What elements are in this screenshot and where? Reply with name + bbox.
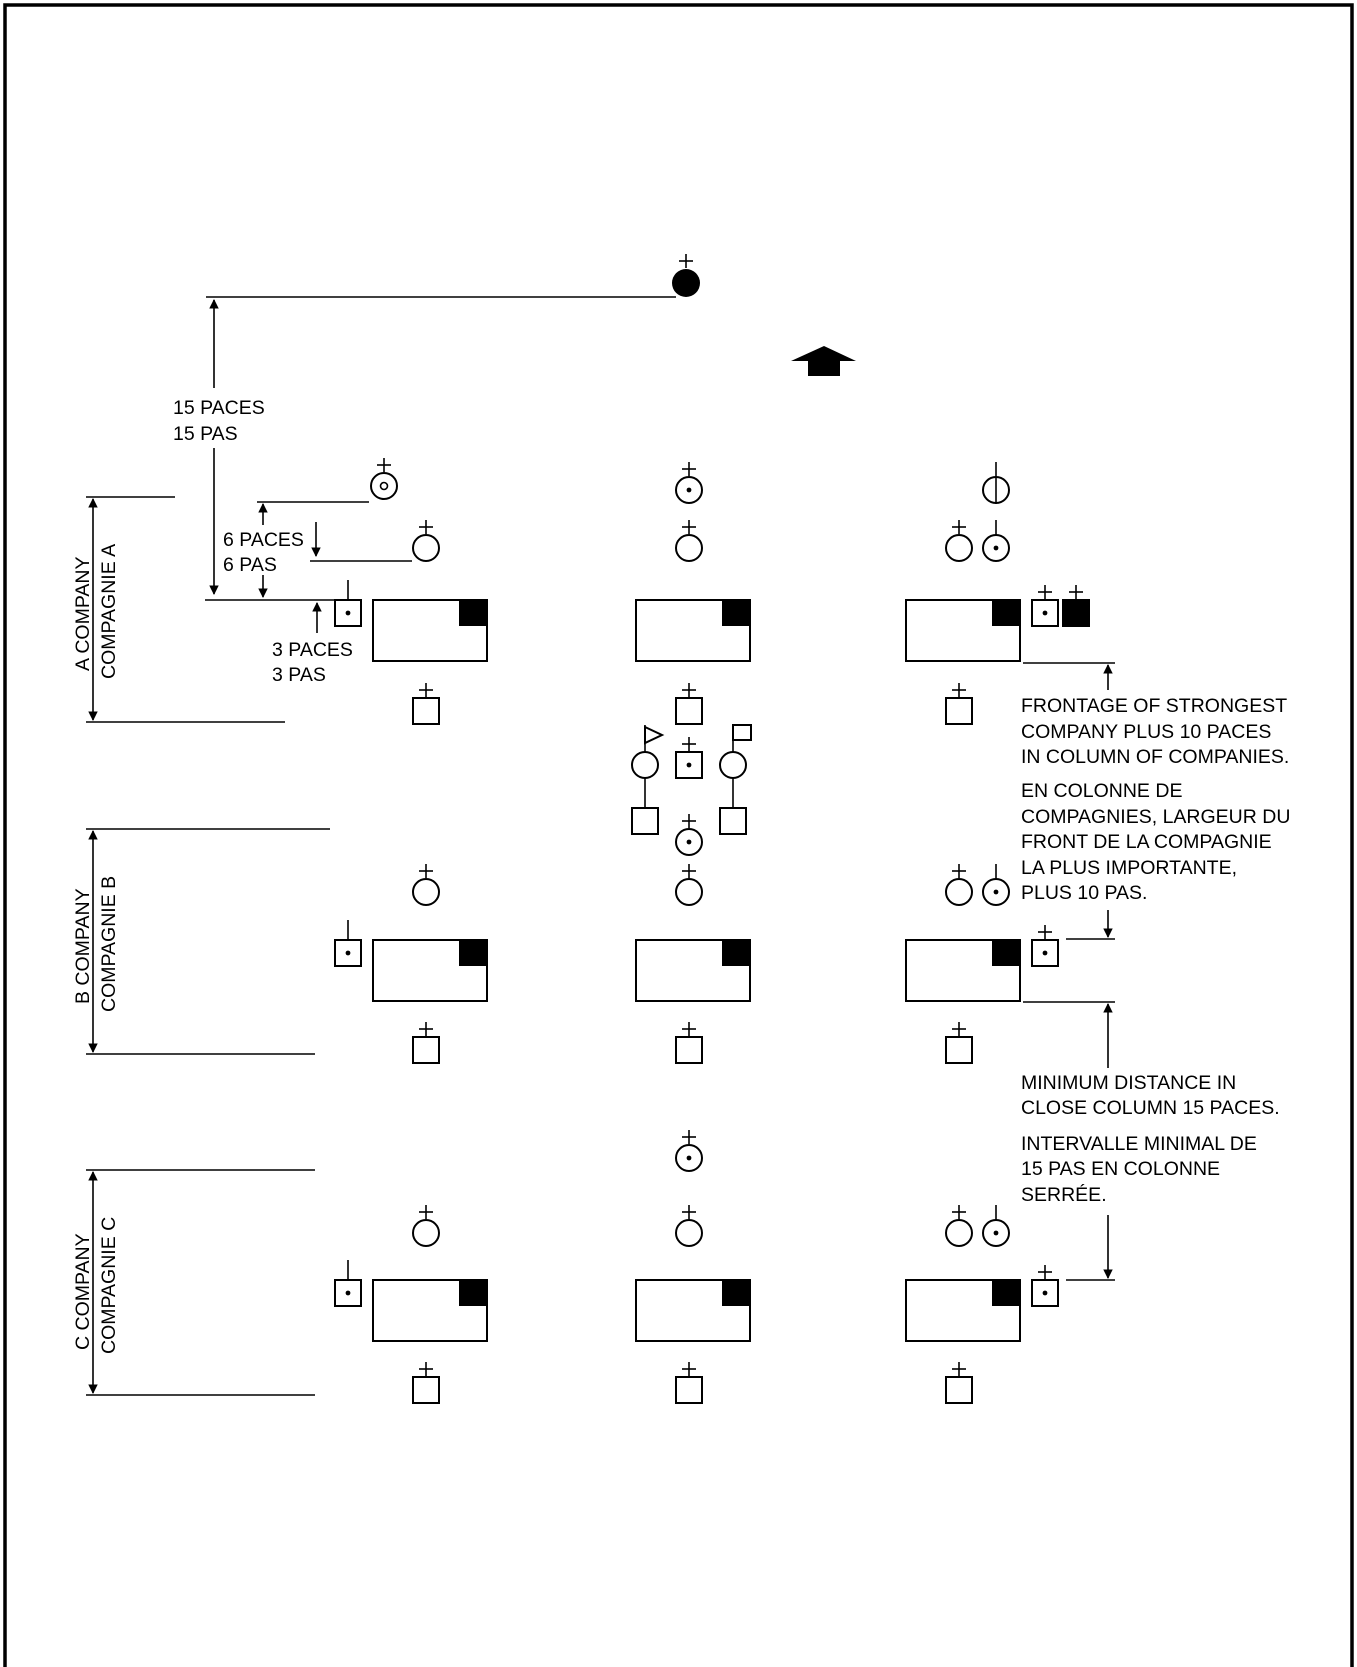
guide-icon — [334, 919, 362, 967]
sergeant-icon — [982, 519, 1010, 562]
officer-dot-icon — [675, 461, 703, 504]
platoon-block — [905, 1279, 1021, 1342]
company-a-label: A COMPANY — [72, 557, 94, 672]
guide-icon — [334, 579, 362, 627]
label-6-pas: 6 PAS — [223, 554, 277, 576]
hq-officer-icon — [675, 813, 703, 856]
guide-icon — [334, 1259, 362, 1307]
hq-guide-icon — [675, 736, 703, 779]
platoon-block — [635, 599, 751, 662]
section-commander-icon — [945, 1361, 973, 1404]
company-b-label: B COMPANY — [72, 888, 94, 1004]
flag-bearer-icon — [631, 725, 665, 835]
officer-dot-icon — [675, 1129, 703, 1172]
sergeant-icon — [982, 1204, 1010, 1247]
section-commander-icon — [412, 682, 440, 725]
platoon-block — [905, 599, 1021, 662]
company-c-label-fr: COMPAGNIE C — [98, 1217, 120, 1354]
platoon-block — [635, 1279, 751, 1342]
company-b-label-fr: COMPAGNIE B — [98, 876, 120, 1012]
section-commander-icon — [412, 1021, 440, 1064]
company-a-label-fr: COMPAGNIE A — [98, 544, 120, 679]
label-15-pas: 15 PAS — [173, 423, 238, 445]
dimension-15-paces — [205, 296, 676, 601]
section-commander-icon — [412, 1361, 440, 1404]
page-frame — [3, 3, 1354, 1667]
guide-icon — [1031, 1264, 1059, 1307]
platoon-commander-icon — [412, 1204, 440, 1247]
platoon-commander-icon — [945, 863, 973, 906]
platoon-commander-icon — [675, 863, 703, 906]
label-3-paces: 3 PACES — [272, 639, 353, 661]
filled-square-icon — [1062, 585, 1090, 627]
label-15-paces: 15 PACES — [173, 397, 265, 419]
guide-icon — [1031, 924, 1059, 967]
company-c-bracket — [86, 1169, 315, 1396]
section-commander-icon — [675, 1361, 703, 1404]
dimension-6-paces — [257, 501, 412, 598]
platoon-block — [372, 1279, 488, 1342]
section-commander-icon — [945, 682, 973, 725]
section-commander-icon — [945, 1021, 973, 1064]
pennant-bearer-icon — [719, 724, 752, 835]
note-frontage-fr: EN COLONNE DE COMPAGNIES, LARGEUR DU FRO… — [1021, 780, 1296, 904]
platoon-commander-icon — [945, 519, 973, 562]
platoon-block — [905, 939, 1021, 1002]
officer-vertical-bar-icon — [982, 462, 1010, 504]
note-distance-en: MINIMUM DISTANCE IN CLOSE COLUMN 15 PACE… — [1021, 1072, 1280, 1119]
platoon-commander-icon — [675, 1204, 703, 1247]
sergeant-icon — [982, 863, 1010, 906]
guide-icon — [1031, 584, 1059, 627]
commander-icon — [672, 254, 700, 297]
note-distance-fr: INTERVALLE MINIMAL DE 15 PAS EN COLONNE … — [1021, 1133, 1262, 1206]
platoon-block — [372, 599, 488, 662]
platoon-block — [372, 939, 488, 1002]
platoon-commander-icon — [412, 863, 440, 906]
platoon-commander-icon — [945, 1204, 973, 1247]
company-b-bracket — [86, 828, 330, 1055]
platoon-block — [635, 939, 751, 1002]
company-a-bracket — [86, 496, 285, 723]
platoon-commander-icon — [412, 519, 440, 562]
label-3-pas: 3 PAS — [272, 664, 326, 686]
direction-arrow-icon — [791, 346, 856, 376]
label-6-paces: 6 PACES — [223, 529, 304, 551]
dimension-frontage — [1023, 662, 1115, 940]
section-commander-icon — [675, 1021, 703, 1064]
platoon-commander-icon — [675, 519, 703, 562]
company-c-label: C COMPANY — [72, 1233, 94, 1350]
dimension-minimum-distance — [1023, 1001, 1115, 1281]
note-frontage-en: FRONTAGE OF STRONGEST COMPANY PLUS 10 PA… — [1021, 695, 1292, 768]
section-commander-icon — [675, 682, 703, 725]
officer-ring-icon — [370, 457, 398, 500]
